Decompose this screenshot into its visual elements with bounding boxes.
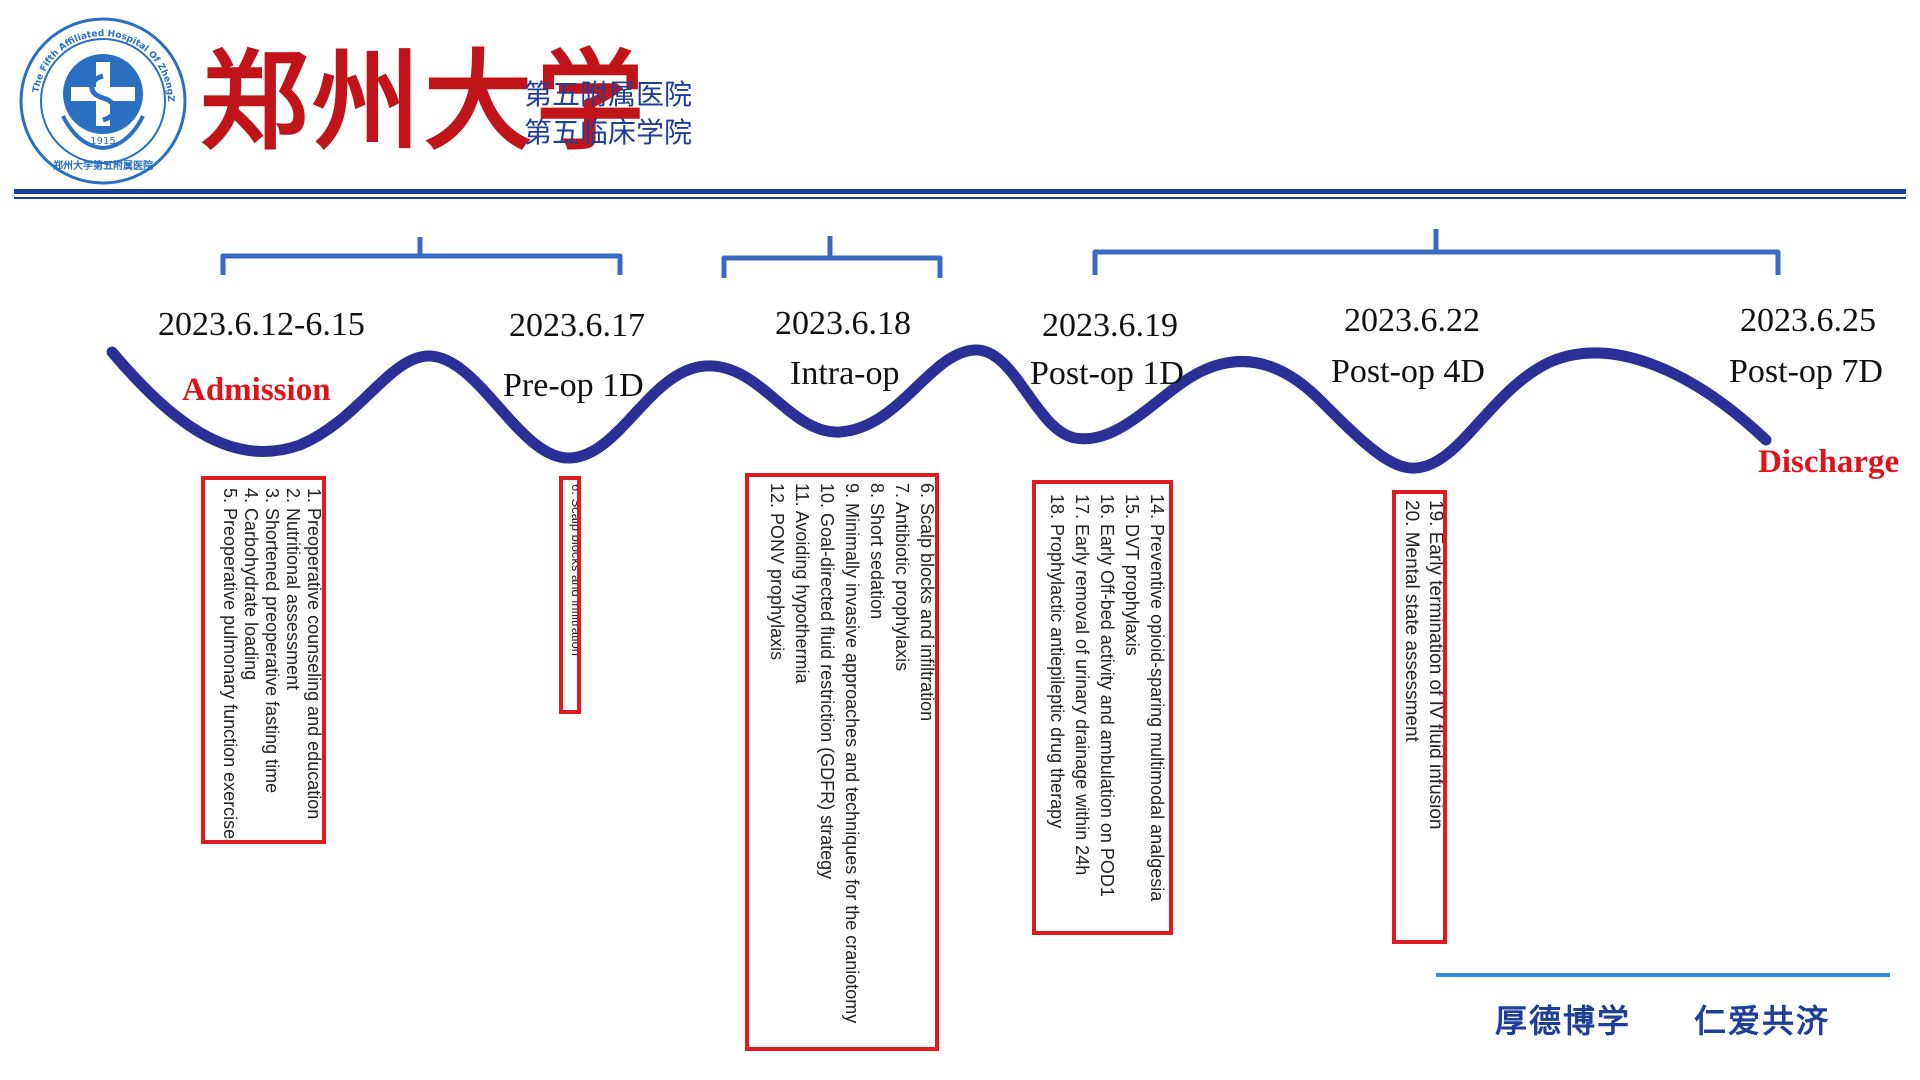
checklist-box-postop4: 19. Early termination of IV fluid infusi…	[1392, 490, 1447, 944]
phase-preop: Pre-op 1D	[503, 367, 644, 404]
hospital-logo: 1915 The Fifth Affiliated Hospital Of Zh…	[18, 16, 187, 185]
date-intraop: 2023.6.18	[775, 305, 911, 342]
checklist-item: 12. PONV prophylaxis	[767, 483, 787, 661]
checklist-preop: 6. Scalp blocks and infiltration	[563, 480, 581, 710]
checklist-item: 3. Shortened preoperative fasting time	[262, 488, 282, 794]
checklist-item: 17. Early removal of urinary drainage wi…	[1072, 494, 1092, 876]
checklist-admission: 1. Preoperative counseling and education…	[205, 480, 324, 840]
logo-cn-text: 郑州大学第五附属医院	[53, 159, 153, 172]
phase-postop4: Post-op 4D	[1331, 353, 1485, 390]
checklist-item: 19. Early termination of IV fluid infusi…	[1425, 500, 1446, 830]
motto-1: 厚德博学	[1495, 1002, 1632, 1040]
subtitle-line-1: 第五附属医院	[524, 78, 693, 111]
checklist-item: 14. Preventive opioid-sparing multimodal…	[1147, 494, 1167, 902]
date-postop7: 2023.6.25	[1740, 302, 1876, 339]
checklist-item: 6. Scalp blocks and infiltration	[917, 483, 937, 722]
phase-intraop: Intra-op	[790, 355, 900, 392]
checklist-postop1: 14. Preventive opioid-sparing multimodal…	[1036, 484, 1169, 931]
university-title: 郑州大学	[200, 39, 649, 165]
checklist-item: 2. Nutritional assessment	[283, 488, 303, 691]
footer-divider	[1436, 973, 1890, 977]
phase-postop7: Post-op 7D	[1729, 353, 1883, 390]
bracket-preop	[220, 237, 623, 275]
checklist-box-preop: 6. Scalp blocks and infiltration	[559, 476, 581, 714]
checklist-box-intraop: 6. Scalp blocks and infiltration 7. Anti…	[745, 473, 939, 1051]
checklist-item: 16. Early Off-bed activity and ambulatio…	[1097, 494, 1117, 897]
date-postop1: 2023.6.19	[1042, 307, 1178, 344]
checklist-item: 9. Minimally invasive approaches and tec…	[842, 483, 862, 1024]
checklist-item: 5. Preoperative pulmonary function exerc…	[220, 488, 240, 840]
checklist-item: 10. Goal-directed fluid restriction (GDF…	[817, 483, 837, 880]
admission-label: Admission	[182, 372, 331, 408]
bracket-intraop	[721, 236, 943, 278]
checklist-item: 4. Carbohydrate loading	[241, 488, 261, 681]
discharge-label: Discharge	[1758, 444, 1900, 480]
checklist-item: 8. Short sedation	[867, 483, 887, 620]
logo-year: 1915	[90, 136, 115, 147]
date-postop4: 2023.6.22	[1344, 302, 1480, 339]
checklist-item: 15. DVT prophylaxis	[1122, 494, 1142, 656]
institution-subtitle: 第五附属医院 第五临床学院	[524, 76, 692, 152]
checklist-item: 18. Prophylactic antiepileptic drug ther…	[1047, 494, 1067, 829]
checklist-postop4: 19. Early termination of IV fluid infusi…	[1396, 494, 1446, 940]
checklist-box-admission: 1. Preoperative counseling and education…	[201, 476, 326, 844]
checklist-item: 20. Mental state assessment	[1401, 500, 1422, 742]
timeline-curve	[106, 344, 1772, 474]
date-admission: 2023.6.12-6.15	[158, 306, 365, 343]
checklist-item: 7. Antibiotic prophylaxis	[892, 483, 912, 672]
subtitle-line-2: 第五临床学院	[524, 116, 693, 149]
header-divider	[14, 189, 1906, 199]
checklist-item: 1. Preoperative counseling and education	[304, 488, 324, 820]
checklist-intraop: 6. Scalp blocks and infiltration 7. Anti…	[749, 477, 937, 1047]
checklist-box-postop1: 14. Preventive opioid-sparing multimodal…	[1032, 480, 1173, 935]
phase-postop1: Post-op 1D	[1030, 355, 1184, 392]
checklist-item: 11. Avoiding hypothermia	[792, 483, 812, 684]
motto-2: 仁爱共济	[1694, 1002, 1831, 1040]
checklist-item: 6. Scalp blocks and infiltration	[569, 484, 581, 656]
date-preop: 2023.6.17	[509, 307, 645, 344]
bracket-postop	[1092, 229, 1781, 275]
